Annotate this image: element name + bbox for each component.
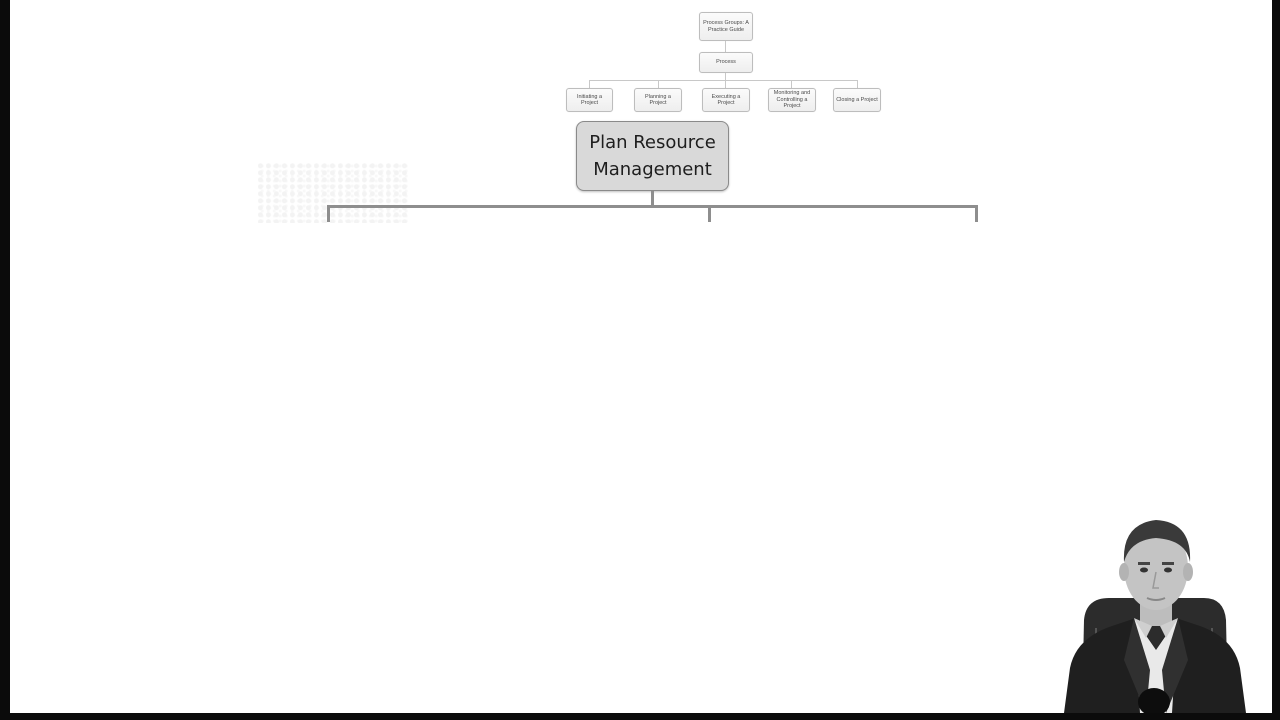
connector-group-2 — [658, 80, 659, 88]
group-label-closing: Closing a Project — [836, 96, 878, 103]
connector-groups-horizontal — [589, 80, 858, 81]
group-node-initiating: Initiating a Project — [566, 88, 613, 112]
faded-artifact — [258, 163, 408, 223]
process-node: Process — [699, 52, 753, 73]
connector-process-down — [725, 73, 726, 80]
presenter-webcam-icon — [1064, 520, 1246, 713]
connector-branch-left — [327, 205, 330, 222]
group-node-closing: Closing a Project — [833, 88, 881, 112]
group-label-initiating: Initiating a Project — [576, 93, 603, 107]
connector-group-1 — [589, 80, 590, 88]
connector-branch-middle — [708, 205, 711, 222]
main-process-label: Plan Resource Management — [589, 132, 716, 180]
root-node: Process Groups: A Practice Guide — [699, 12, 753, 41]
connector-branch-right — [975, 205, 978, 222]
group-node-monitoring: Monitoring and Controlling a Project — [768, 88, 816, 112]
group-label-monitoring: Monitoring and Controlling a Project — [773, 90, 811, 110]
connector-group-3 — [725, 80, 726, 88]
connector-branches-horizontal — [327, 205, 978, 208]
group-node-executing: Executing a Project — [702, 88, 750, 112]
group-label-planning: Planning a Project — [645, 93, 671, 107]
connector-group-5 — [857, 80, 858, 88]
process-node-label: Process — [716, 59, 736, 66]
connector-root-process — [725, 41, 726, 52]
group-node-planning: Planning a Project — [634, 88, 682, 112]
slide: Process Groups: A Practice Guide Process… — [10, 0, 1272, 713]
group-label-executing: Executing a Project — [711, 93, 741, 107]
root-node-label: Process Groups: A Practice Guide — [703, 20, 749, 33]
connector-group-4 — [791, 80, 792, 88]
main-process-node: Plan Resource Management — [576, 121, 729, 191]
connector-main-down — [651, 191, 654, 207]
